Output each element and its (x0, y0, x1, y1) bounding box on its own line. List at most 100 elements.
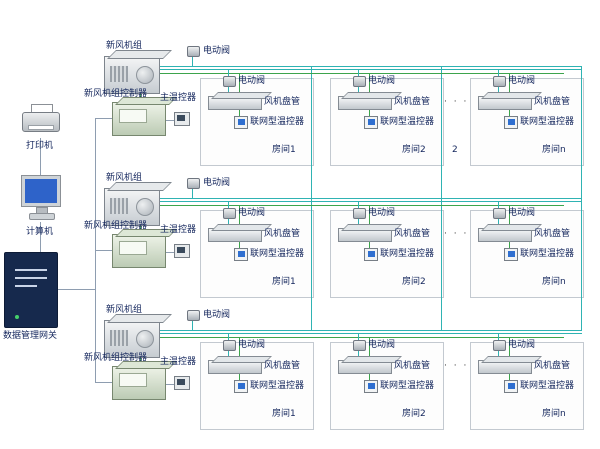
thermostat-screen (507, 383, 515, 389)
ahu-top-face (107, 314, 172, 323)
thermostat-screen (507, 251, 515, 257)
thermostat-screen (237, 383, 245, 389)
return-pipe-line (158, 333, 582, 334)
networked-thermostat-label: 联网型温控器 (250, 117, 305, 127)
thermostat-screen (507, 119, 515, 125)
fan-coil-label: 风机盘管 (534, 361, 571, 371)
main-thermostat-icon (174, 112, 190, 126)
supply-pipe-line (158, 198, 582, 199)
ahu-top-face (107, 182, 172, 191)
fan-coil-top-face (211, 92, 272, 99)
fan-coil-unit (338, 92, 402, 110)
main-thermostat-label: 主温控器 (160, 357, 197, 367)
ahu-label: 新风机组 (106, 305, 143, 315)
networked-thermostat-label: 联网型温控器 (380, 249, 435, 259)
controller-panel (119, 373, 147, 387)
computer-icon (21, 175, 61, 222)
comm-bus-line (140, 205, 564, 206)
networked-thermostat-label: 联网型温控器 (380, 117, 435, 127)
networked-thermostat-icon (364, 380, 378, 393)
ahu-fan (136, 66, 154, 84)
printer-icon (22, 104, 60, 138)
room-label: 房间1 (272, 277, 296, 287)
electric-valve-icon (353, 76, 366, 87)
ahu-label: 新风机组 (106, 41, 143, 51)
fresh-air-unit (104, 314, 172, 358)
controller-label: 新风机组控制器 (84, 89, 148, 99)
room-label: 房间2 (402, 145, 426, 155)
wire-line (56, 289, 95, 290)
fresh-air-unit (104, 182, 172, 226)
electric-valve-icon (223, 208, 236, 219)
fan-coil-top-face (481, 356, 542, 363)
room-label: 房间2 (402, 409, 426, 419)
fan-coil-label: 风机盘管 (394, 229, 431, 239)
room-label: 房间1 (272, 145, 296, 155)
thermostat-screen (237, 251, 245, 257)
ahu-top-face (107, 50, 172, 59)
fan-coil-label: 风机盘管 (394, 97, 431, 107)
networked-thermostat-label: 联网型温控器 (250, 381, 305, 391)
fan-coil-unit (208, 224, 272, 242)
electric-valve-icon (223, 76, 236, 87)
fan-coil-top-face (481, 224, 542, 231)
computer-label: 计算机 (26, 227, 54, 237)
fan-coil-label: 风机盘管 (534, 229, 571, 239)
computer-base (29, 213, 55, 220)
ahu-controller (112, 97, 177, 136)
ahu-grill (110, 330, 128, 346)
ellipsis: · · · (444, 229, 469, 239)
networked-thermostat-icon (234, 248, 248, 261)
electric-valve-icon (187, 46, 200, 57)
electric-valve-icon (223, 340, 236, 351)
valve-label: 电动阀 (238, 76, 266, 86)
room-label: 房间n (542, 409, 566, 419)
fan-coil-top-face (341, 92, 402, 99)
room-label: 房间1 (272, 409, 296, 419)
networked-thermostat-label: 联网型温控器 (520, 249, 575, 259)
valve-label: 电动阀 (508, 208, 536, 218)
valve-label: 电动阀 (238, 208, 266, 218)
fresh-air-unit (104, 50, 172, 94)
wire-line (164, 252, 174, 253)
fan-coil-top-face (211, 356, 272, 363)
fan-coil-unit (338, 356, 402, 374)
controller-panel (119, 109, 147, 123)
computer-screen (21, 175, 61, 207)
fan-coil-unit (478, 224, 542, 242)
fan-coil-top-face (481, 92, 542, 99)
valve-stem-line (192, 55, 193, 66)
ahu-row-1: 新风机组 电动阀 新风机组控制器 主温控器 电动阀 风机盘管 联网型温控器 (0, 40, 600, 172)
gateway-text-line (15, 285, 37, 287)
room-label: 房间n (542, 277, 566, 287)
ahu-valve-label: 电动阀 (203, 46, 231, 56)
valve-label: 电动阀 (368, 76, 396, 86)
ahu-controller (112, 229, 177, 268)
wire-line (95, 118, 113, 119)
valve-label: 电动阀 (238, 340, 266, 350)
electric-valve-icon (493, 208, 506, 219)
wire-line (95, 250, 113, 251)
networked-thermostat-label: 联网型温控器 (520, 381, 575, 391)
ahu-grill (110, 198, 128, 214)
networked-thermostat-label: 联网型温控器 (250, 249, 305, 259)
ahu-valve-label: 电动阀 (203, 178, 231, 188)
gateway-led (15, 315, 19, 319)
fan-coil-top-face (211, 224, 272, 231)
gateway-label: 数据管理网关 (3, 331, 58, 341)
comm-bus-line (140, 337, 564, 338)
electric-valve-icon (493, 340, 506, 351)
main-thermostat-label: 主温控器 (160, 93, 197, 103)
networked-thermostat-icon (364, 248, 378, 261)
fan-coil-label: 风机盘管 (264, 229, 301, 239)
extra-label: 2 (452, 145, 458, 155)
supply-pipe-line (158, 330, 582, 331)
room-label: 房间2 (402, 277, 426, 287)
thermostat-screen (367, 251, 375, 257)
networked-thermostat-icon (504, 116, 518, 129)
thermostat-screen (367, 383, 375, 389)
gateway-text-line (15, 269, 47, 271)
wire-line (40, 222, 41, 252)
fan-coil-top-face (341, 356, 402, 363)
